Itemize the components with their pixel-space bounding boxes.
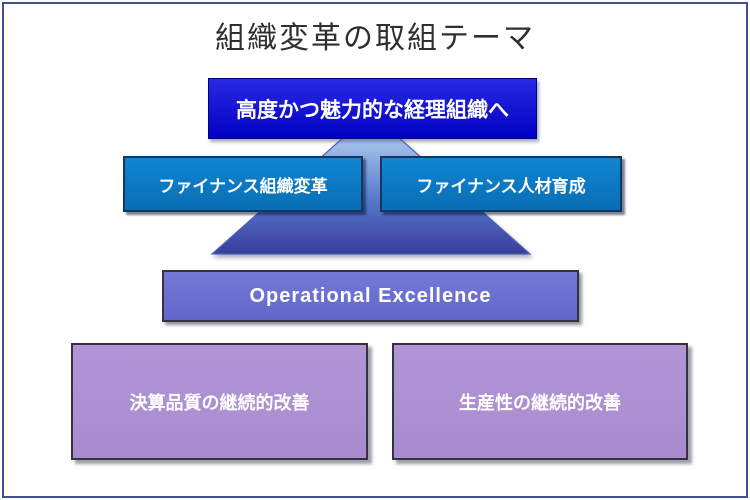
- foundation-box: Operational Excellence: [162, 270, 579, 322]
- base-right-box: 生産性の継続的改善: [392, 343, 688, 460]
- base-left-label: 決算品質の継続的改善: [129, 392, 310, 413]
- pillar-right-box: ファイナンス人材育成: [380, 156, 622, 212]
- base-left-box: 決算品質の継続的改善: [71, 343, 368, 460]
- page-title: 組織変革の取組テーマ: [215, 22, 535, 55]
- pillar-left-label: ファイナンス組織変革: [158, 176, 328, 196]
- goal-box: 高度かつ魅力的な経理組織へ: [208, 78, 537, 139]
- pillar-right-label: ファイナンス人材育成: [416, 176, 586, 196]
- goal-box-label: 高度かつ魅力的な経理組織へ: [236, 98, 509, 122]
- pillar-left-box: ファイナンス組織変革: [123, 156, 363, 212]
- foundation-label: Operational Excellence: [249, 284, 492, 307]
- base-right-label: 生産性の継続的改善: [459, 392, 621, 413]
